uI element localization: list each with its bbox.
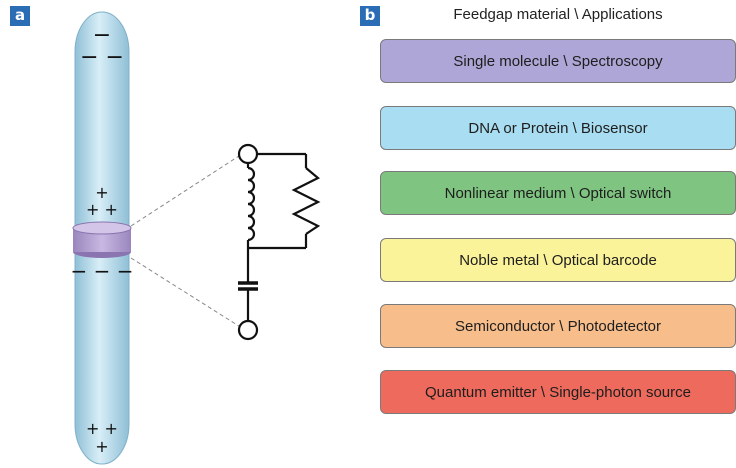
terminal-top (237, 143, 259, 165)
nanorod-circuit-diagram: − − − + + + − − − + + + (71, 11, 321, 465)
resistor (291, 167, 321, 235)
table-header: Feedgap material \ Applications (453, 6, 663, 23)
application-box: Quantum emitter \ Single-photon source (380, 370, 736, 414)
panel-a-label: a (10, 6, 30, 26)
top-charge-minus-row: − − (80, 45, 124, 70)
upper-charge-plus-row: + + (86, 200, 118, 219)
feedgap-top (72, 221, 132, 235)
lower-charge-minus: − − − (71, 259, 134, 283)
bottom-charge-plus-row: + + (86, 419, 118, 438)
dashed-connector-bottom (130, 257, 243, 329)
dashed-connector-top (130, 153, 243, 227)
upper-charge-plus: + (95, 183, 108, 202)
application-box: Semiconductor \ Photodetector (380, 304, 736, 348)
application-box: DNA or Protein \ Biosensor (380, 106, 736, 150)
bottom-charge-plus: + (95, 437, 108, 456)
panel-b-label: b (360, 6, 380, 26)
application-box: Nonlinear medium \ Optical switch (380, 171, 736, 215)
application-box: Noble metal \ Optical barcode (380, 238, 736, 282)
inductor (247, 166, 256, 242)
terminal-bottom (237, 319, 259, 341)
top-charge-minus: − (93, 23, 111, 48)
circuit (237, 143, 321, 341)
application-box: Single molecule \ Spectroscopy (380, 39, 736, 83)
